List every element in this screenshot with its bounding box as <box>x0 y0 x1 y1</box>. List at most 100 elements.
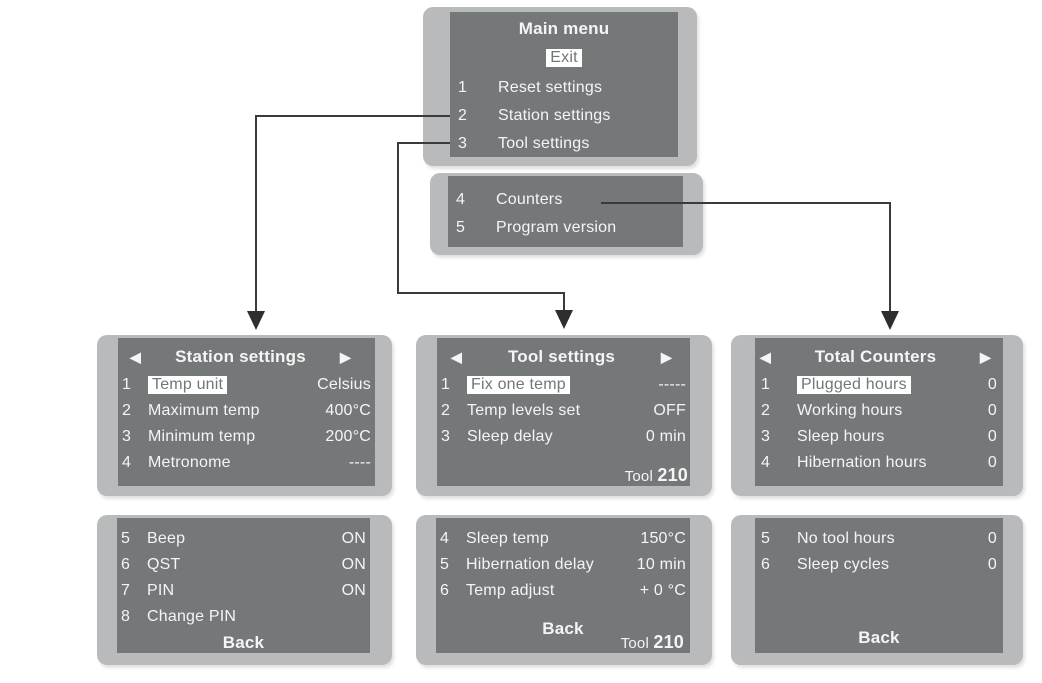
main-menu-page2-panel: 4 Counters 5 Program version <box>430 173 703 255</box>
tool-settings-page2-panel: 4 Sleep temp 150°C 5 Hibernation delay 1… <box>416 515 712 665</box>
item-number: 3 <box>761 428 771 445</box>
chevron-left-icon: ◀ <box>130 348 141 365</box>
item-label: Temp unit <box>148 376 228 394</box>
tool-indicator: Tool 210 <box>621 632 686 653</box>
item-value: 400°C <box>325 402 371 419</box>
tool-indicator: Tool 210 <box>625 465 690 486</box>
menu-item-temp-levels-set: 2 Temp levels set OFF <box>437 398 690 424</box>
station-settings-page2-panel: 5 Beep ON 6 QST ON 7 PIN ON 8 Change PIN… <box>97 515 392 665</box>
main-menu-screen: Main menu Exit 1 Reset settings 2 Statio… <box>450 12 678 157</box>
menu-item-metronome: 4 Metronome ---- <box>118 450 375 476</box>
menu-item-change-pin: 8 Change PIN <box>117 604 370 630</box>
menu-item-station-settings: 2 Station settings <box>450 102 678 130</box>
counter-item-hibernation-hours: 4 Hibernation hours 0 <box>755 450 1003 476</box>
item-number: 1 <box>458 79 468 96</box>
station-settings-screen: ◀ Station settings ▶ 1 Temp unit Celsius… <box>118 338 375 486</box>
station-settings-title-row: ◀ Station settings ▶ <box>118 342 375 372</box>
item-value: 0 <box>987 454 997 471</box>
item-value: 0 <box>987 556 997 573</box>
item-number: 2 <box>122 402 132 419</box>
item-label: Metronome <box>148 454 231 471</box>
item-value: Celsius <box>317 376 371 393</box>
tool-indicator-label: Tool <box>620 635 649 652</box>
item-label: PIN <box>147 582 175 599</box>
item-number: 6 <box>761 556 771 573</box>
counter-item-sleep-hours: 3 Sleep hours 0 <box>755 424 1003 450</box>
menu-item-sleep-temp: 4 Sleep temp 150°C <box>436 526 690 552</box>
menu-item-pin: 7 PIN ON <box>117 578 370 604</box>
item-value: 0 min <box>645 428 686 445</box>
item-value: 0 <box>987 402 997 419</box>
total-counters-panel: ◀ Total Counters ▶ 1 Plugged hours 0 2 W… <box>731 335 1023 496</box>
total-counters-title-row: ◀ Total Counters ▶ <box>755 342 1003 372</box>
item-label: Temp levels set <box>467 402 581 419</box>
menu-item-sleep-delay: 3 Sleep delay 0 min <box>437 424 690 450</box>
item-label: Sleep temp <box>466 530 549 547</box>
item-number: 4 <box>456 191 466 208</box>
item-number: 2 <box>441 402 451 419</box>
item-label: Station settings <box>498 107 611 124</box>
item-label: Tool settings <box>498 135 590 152</box>
counter-item-sleep-cycles: 6 Sleep cycles 0 <box>755 552 1003 578</box>
counter-item-no-tool-hours: 5 No tool hours 0 <box>755 526 1003 552</box>
total-counters-page2-panel: 5 No tool hours 0 6 Sleep cycles 0 Back <box>731 515 1023 665</box>
item-label: Sleep cycles <box>797 556 890 573</box>
menu-item-qst: 6 QST ON <box>117 552 370 578</box>
tool-indicator-label: Tool <box>624 468 653 485</box>
item-number: 5 <box>761 530 771 547</box>
item-label: Plugged hours <box>797 376 911 394</box>
item-label: Working hours <box>797 402 903 419</box>
chevron-right-icon: ▶ <box>980 348 991 365</box>
menu-item-counters: 4 Counters <box>448 186 683 214</box>
item-number: 4 <box>761 454 771 471</box>
back-button: Back <box>858 628 900 647</box>
tool-settings-screen: ◀ Tool settings ▶ 1 Fix one temp ----- 2… <box>437 338 690 486</box>
item-number: 3 <box>122 428 132 445</box>
main-menu-title: Main menu <box>518 19 610 38</box>
item-value: 0 <box>987 428 997 445</box>
menu-item-program-version: 5 Program version <box>448 214 683 242</box>
chevron-left-icon: ◀ <box>451 348 462 365</box>
item-value: + 0 °C <box>639 582 686 599</box>
tool-indicator-value: 210 <box>657 465 688 485</box>
item-label: Reset settings <box>498 79 603 96</box>
back-button: Back <box>222 633 265 652</box>
tool-settings-title: Tool settings <box>507 347 616 366</box>
menu-item-tool-settings: 3 Tool settings <box>450 130 678 158</box>
menu-item-fix-one-temp: 1 Fix one temp ----- <box>437 372 690 398</box>
menu-item-beep: 5 Beep ON <box>117 526 370 552</box>
main-menu-exit-row: Exit <box>450 42 678 74</box>
connector-station-settings <box>255 115 450 312</box>
station-settings-page2-screen: 5 Beep ON 6 QST ON 7 PIN ON 8 Change PIN… <box>117 518 370 653</box>
arrowhead-tool-settings-icon <box>555 310 573 329</box>
item-value: 200°C <box>325 428 371 445</box>
item-value: 150°C <box>640 530 686 547</box>
arrowhead-total-counters-icon <box>881 311 899 330</box>
item-value: OFF <box>653 402 686 419</box>
menu-item-temp-adjust: 6 Temp adjust + 0 °C <box>436 578 690 604</box>
chevron-right-icon: ▶ <box>661 348 672 365</box>
item-label: Maximum temp <box>148 402 260 419</box>
item-number: 7 <box>121 582 131 599</box>
item-value: ON <box>341 530 366 547</box>
menu-item-reset-settings: 1 Reset settings <box>450 74 678 102</box>
chevron-right-icon: ▶ <box>340 348 351 365</box>
item-label: Beep <box>147 530 186 547</box>
item-label: Minimum temp <box>148 428 256 445</box>
total-counters-page2-screen: 5 No tool hours 0 6 Sleep cycles 0 Back <box>755 518 1003 653</box>
item-label: No tool hours <box>797 530 895 547</box>
item-number: 6 <box>440 582 450 599</box>
item-value: 0 <box>987 530 997 547</box>
item-number: 2 <box>761 402 771 419</box>
item-value: ---- <box>348 454 371 471</box>
item-label: Change PIN <box>147 608 237 625</box>
chevron-left-icon: ◀ <box>760 348 771 365</box>
main-menu-panel: Main menu Exit 1 Reset settings 2 Statio… <box>423 7 697 166</box>
item-number: 3 <box>441 428 451 445</box>
menu-item-hibernation-delay: 5 Hibernation delay 10 min <box>436 552 690 578</box>
item-value: ----- <box>658 376 686 393</box>
item-value: 0 <box>987 376 997 393</box>
item-number: 2 <box>458 107 468 124</box>
arrowhead-station-settings-icon <box>247 311 265 330</box>
